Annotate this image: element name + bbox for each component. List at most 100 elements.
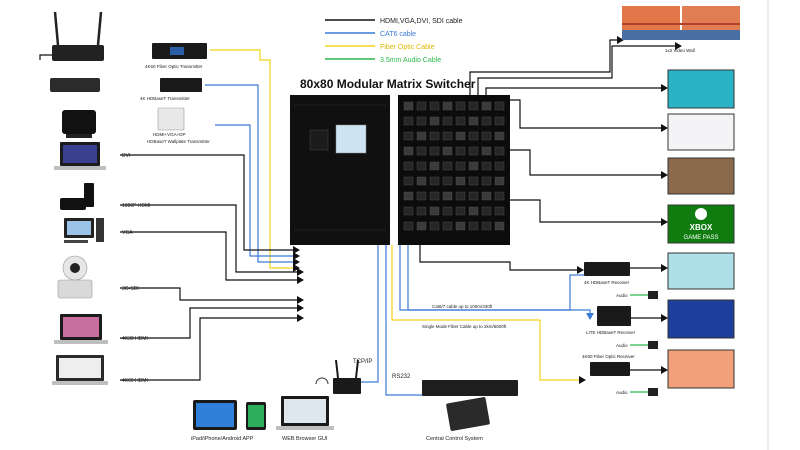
- rear-port: [429, 176, 440, 186]
- ptz-camera-lens: [70, 263, 80, 273]
- rear-port: [494, 176, 505, 186]
- rear-port: [416, 116, 427, 126]
- rear-port: [403, 206, 414, 216]
- central-control-unit-icon: [422, 380, 518, 396]
- hdmi1080-label: 1080P HDMI: [122, 203, 151, 209]
- out-line-tv2: [510, 99, 666, 129]
- tcpip-label: TCP/IP: [353, 359, 372, 365]
- rear-port: [442, 191, 453, 201]
- hdbt-rx-label: 4K HDBaseT Receiver: [584, 280, 630, 285]
- rear-port: [468, 221, 479, 231]
- cat6-out-line-1: [399, 245, 584, 311]
- rear-port: [416, 176, 427, 186]
- rs232-line: [385, 245, 422, 396]
- hdmi4k30-in-line: [120, 307, 300, 339]
- audio-label-3: Audio: [616, 390, 628, 395]
- arrow-out-tv6: [661, 314, 668, 322]
- rear-port: [416, 221, 427, 231]
- rear-port: [442, 176, 453, 186]
- rear-port: [429, 161, 440, 171]
- audio-speaker-1: [648, 291, 658, 299]
- arrow-in-8: [297, 304, 304, 312]
- legend-audio-label: 3.5mm Audio Cable: [380, 57, 441, 64]
- rear-port: [442, 146, 453, 156]
- arrow-in-7: [297, 296, 304, 304]
- console-stand: [66, 134, 92, 138]
- rear-port: [429, 206, 440, 216]
- display-tv-6: [667, 299, 735, 339]
- hdbt-tx-label: 4K HDBaseT Transmitter: [140, 96, 190, 101]
- app-label: iPad/iPhone/Android APP: [191, 436, 254, 442]
- arrow-in-2: [293, 258, 300, 266]
- rear-port: [429, 146, 440, 156]
- rear-port: [481, 221, 492, 231]
- tablet-screen: [196, 403, 234, 427]
- cat6-in-line-2: [215, 124, 296, 257]
- display-tv-7: [667, 349, 735, 389]
- desktop-keyboard: [64, 240, 88, 243]
- out-line-tv4: [510, 199, 666, 223]
- hdmi1080-in-line: [120, 204, 300, 273]
- vga-in-line: [120, 231, 300, 281]
- rear-port: [494, 206, 505, 216]
- laptop-dvi-screen: [63, 145, 97, 163]
- input-arrows: [293, 246, 304, 322]
- rear-port: [481, 146, 492, 156]
- fiber-distance-note: Single Mode Fiber Cable up to 2km/6600ft: [422, 324, 507, 329]
- rear-port: [494, 191, 505, 201]
- fiber-out-line: [391, 245, 584, 381]
- out-line-tv3: [510, 149, 666, 176]
- rear-port: [403, 116, 414, 126]
- arrow-out-fiber: [579, 376, 586, 384]
- rear-port: [403, 176, 414, 186]
- wallplate-label: HDBaseT Wallplate Transmitter: [147, 139, 210, 144]
- rear-port: [468, 191, 479, 201]
- rear-port: [416, 101, 427, 111]
- wallplate-ports-label: HDMI+VGA+DP: [153, 132, 186, 137]
- rear-port: [442, 161, 453, 171]
- rear-port: [494, 221, 505, 231]
- rear-port: [481, 191, 492, 201]
- rear-port: [494, 116, 505, 126]
- streaming-box-icon: [60, 198, 86, 210]
- rear-port: [403, 146, 414, 156]
- display-tv-1: [667, 69, 735, 109]
- input-devices: 4K60 Fiber Optic Transmitter 4K HDBaseT …: [50, 11, 210, 385]
- laptop-4k30-base: [54, 340, 108, 344]
- rear-port: [494, 146, 505, 156]
- rear-port: [455, 161, 466, 171]
- control-section: TCP/IP RS232 Central Control System iPad…: [191, 359, 518, 442]
- rear-port: [429, 131, 440, 141]
- rear-port: [455, 131, 466, 141]
- matrix-vent: [309, 129, 329, 151]
- rear-port: [455, 146, 466, 156]
- rear-port: [416, 191, 427, 201]
- ptz-camera-base: [57, 279, 93, 299]
- arrow-in-9: [297, 314, 304, 322]
- arrow-in-5: [297, 268, 304, 276]
- lite-receiver-icon: [597, 306, 631, 326]
- arrow-out-tv3: [661, 171, 668, 179]
- rear-port: [403, 131, 414, 141]
- rear-port: [403, 101, 414, 111]
- lite-rx-label: LITE HDBaseT Receiver: [586, 330, 636, 335]
- fiber-in-line: [210, 49, 296, 269]
- legend-hdmi-label: HDMI,VGA,DVI, SDI cable: [380, 18, 463, 25]
- arrow-out-hdbt: [577, 266, 584, 274]
- rear-port: [494, 101, 505, 111]
- wifi-signal-icon: [315, 377, 329, 385]
- rear-port: [468, 131, 479, 141]
- arrow-out-wall-1: [617, 36, 624, 44]
- matrix-front-grille: [294, 104, 386, 231]
- arrow-in-3: [293, 252, 300, 260]
- sdi-in-line: [120, 287, 300, 301]
- wallplate-icon: [157, 107, 185, 131]
- hdmi4k60-label: 4K60 HDMI: [122, 378, 148, 384]
- rear-port: [416, 146, 427, 156]
- legend: HDMI,VGA,DVI, SDI cable CAT6 cable Fiber…: [325, 18, 463, 64]
- rear-port: [403, 221, 414, 231]
- page-title: 80x80 Modular Matrix Switcher: [300, 77, 476, 91]
- fiber-tx-label: 4K60 Fiber Optic Transmitter: [145, 64, 203, 69]
